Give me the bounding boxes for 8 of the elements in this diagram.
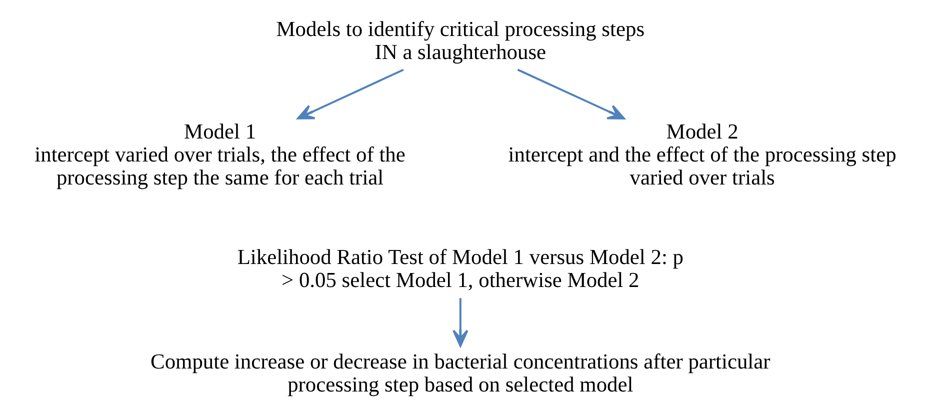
- node-text: Models to identify critical processing steps IN a slaughterhouse: [276, 17, 645, 64]
- arrow: [517, 68, 625, 120]
- node-text: Model 2 intercept and the effect of the processing step varied over trials: [508, 120, 896, 190]
- node-text: Likelihood Ratio Test of Model 1 versus Model 2: p > 0.05 select Model 1, otherwise Model 2: [237, 245, 684, 292]
- node-text: Compute increase or decrease in bacterial concentrations after particular processing step based on selected model: [150, 349, 770, 396]
- node-text: Model 1 intercept varied over trials, the effect of the processing step the same for each trial: [34, 120, 406, 190]
- arrow: [296, 68, 404, 120]
- arrow: [452, 298, 468, 347]
